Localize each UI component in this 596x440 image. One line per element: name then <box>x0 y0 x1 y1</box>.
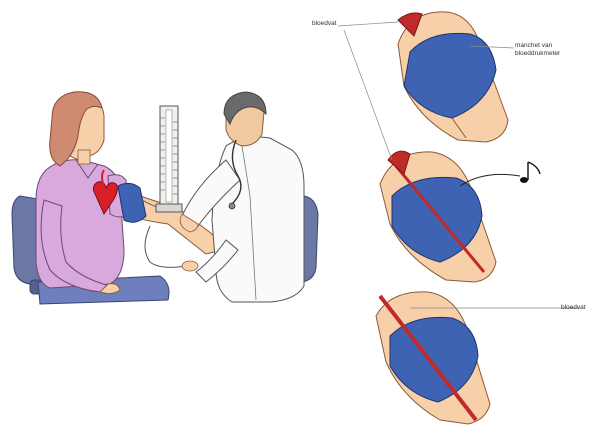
cuff-panel-partial <box>380 151 496 282</box>
sphygmomanometer <box>145 106 198 271</box>
cuff-panel-open <box>376 292 490 424</box>
cuff-panel-closed <box>398 12 508 142</box>
measurement-scene <box>12 92 318 304</box>
music-note-icon <box>520 162 540 183</box>
label-vessel-bottom: bloedvat <box>561 304 586 312</box>
label-cuff-line2: bloeddrukmeter <box>515 50 560 58</box>
patient-head <box>50 92 104 166</box>
doctor-body <box>180 137 304 302</box>
label-cuff-line1: manchet van <box>515 42 552 50</box>
label-vessel-top: bloedvat <box>312 20 337 28</box>
